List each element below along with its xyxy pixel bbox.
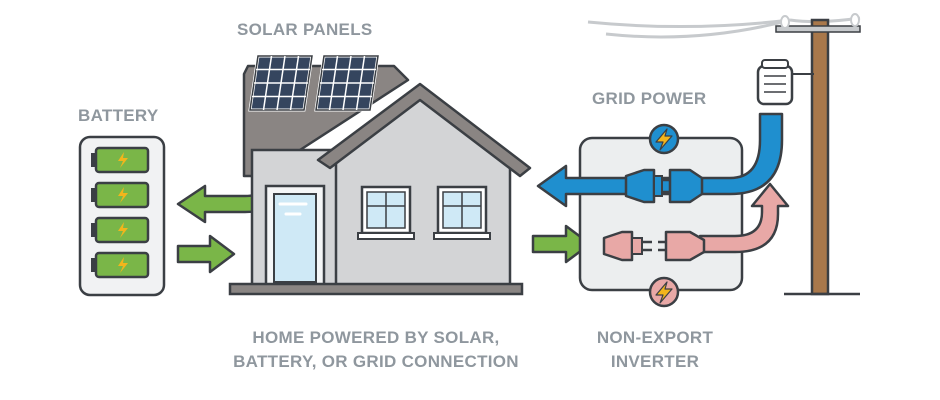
- window-left: [357, 185, 415, 240]
- battery-label: BATTERY: [78, 106, 159, 125]
- home-caption-line-2: BATTERY, OR GRID CONNECTION: [233, 352, 519, 371]
- solar-panel-left: [248, 54, 314, 112]
- utility-pole-icon: [587, 13, 861, 296]
- grid-power-label: GRID POWER: [592, 89, 707, 108]
- inverter-icon: [578, 136, 744, 292]
- inverter-caption-line-2: INVERTER: [610, 352, 700, 371]
- inverter-caption-line-1: NON-EXPORT: [596, 328, 714, 347]
- export-blocked-arrow: [698, 182, 790, 254]
- solar-panel-right: [314, 54, 380, 112]
- battery-icon: [78, 135, 166, 297]
- electric-meter-icon: [756, 59, 814, 106]
- home-caption-line-1: HOME POWERED BY SOLAR,: [252, 328, 500, 347]
- battery-to-house-arrow: [176, 234, 236, 274]
- battery-cell-2: [91, 181, 150, 209]
- lightning-bolt-icon-bottom: [648, 276, 680, 308]
- house-to-inverter-arrow: [531, 224, 592, 264]
- door: [264, 184, 326, 290]
- lightning-bolt-icon-top: [648, 123, 680, 155]
- plug-icon-grid: [624, 168, 704, 204]
- window-right: [433, 185, 491, 240]
- battery-cell-4: [91, 251, 150, 279]
- battery-cell-3: [91, 216, 150, 244]
- solar-panel-icon: [248, 54, 380, 112]
- inverter-caption: NON-EXPORT INVERTER: [580, 326, 730, 374]
- home-caption: HOME POWERED BY SOLAR, BATTERY, OR GRID …: [206, 326, 546, 374]
- solar-panels-label: SOLAR PANELS: [237, 20, 373, 39]
- grid-to-house-arrow: [536, 112, 784, 208]
- battery-cell-1: [91, 146, 150, 174]
- plug-icon-export: [602, 230, 706, 262]
